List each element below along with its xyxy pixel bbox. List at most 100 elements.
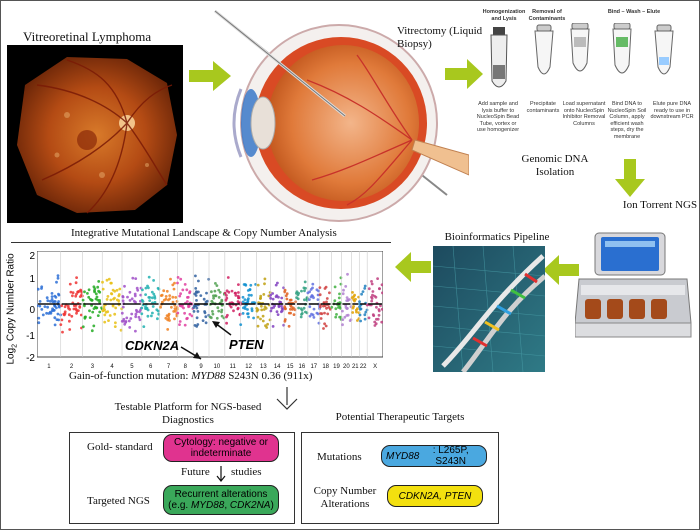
cnv-point [113,312,117,316]
cnv-point [174,296,178,299]
cnv-point [75,292,78,296]
cnv-point [50,295,54,298]
cnv-point [179,277,183,281]
cnv-point [92,324,96,328]
branch-connector [276,387,298,410]
cnv-point [121,295,125,298]
cnv-point [370,299,374,303]
cnv-point [379,304,382,308]
cnv-point [120,311,124,315]
cnv-point [343,315,347,319]
cnv-point [372,314,376,317]
cnv-point [345,296,349,299]
y-tick-label: -2 [26,353,35,364]
cnv-point [168,319,171,322]
cnv-point [110,281,113,285]
cnv-point [271,325,275,328]
cnv-point [213,289,217,293]
chromosome-label: 2 [70,364,74,370]
cnv-point [53,300,57,303]
cnv-point [50,298,54,301]
cnv-point [213,294,217,297]
cnv-point [56,312,60,316]
cnv-point [354,308,358,312]
cnv-point [57,318,60,322]
cnv-point [178,320,182,323]
cnv-point [289,307,292,311]
cnv-point [151,305,155,308]
cnv-point [361,290,365,293]
cnv-point [260,304,263,308]
cnv-point [121,305,125,309]
mutations-gene: MYD88 [386,450,420,462]
y-tick-label: 1 [29,274,35,285]
cnv-point [304,286,307,290]
cnv-point [325,297,329,300]
cnv-point [378,287,381,290]
cnv-point [51,300,55,304]
cnv-point [164,295,168,298]
bioinformatics-label: Bioinformatics Pipeline [444,231,550,243]
cnv-point [90,329,94,333]
cnv-point [150,314,153,318]
cnv-point [370,282,374,286]
cnv-point [316,298,320,301]
cnv-point [129,317,133,320]
cnv-point [262,308,266,311]
cnv-point [195,291,199,294]
cnv-point [165,314,169,317]
cnv-point [359,319,362,323]
cnv-point [209,316,213,320]
cnv-point [115,288,119,292]
cnv-point [204,315,208,319]
cnv-point [326,312,330,316]
cdkn2a-annotation: CDKN2A [125,338,180,353]
cnv-point [60,318,64,322]
cnv-point [312,316,316,319]
cnv-point [87,295,91,299]
genomic-dna-label: Genomic DNA Isolation [521,153,589,178]
cnv-point [146,314,150,318]
cnv-point [97,280,101,283]
cnv-point [237,283,240,286]
recurrent-line2: (e.g. MYD88, CDK2NA) [168,500,274,511]
cnv-point [304,310,307,314]
chromosome-label: 4 [110,364,114,370]
cnv-point [291,308,294,311]
cnv-point [234,294,238,297]
chromosome-label: 5 [130,364,134,370]
cnv-point [277,304,281,308]
mutations-rest: : L265P, S243N [432,445,469,467]
cnv-point [81,325,85,329]
cnv-point [125,316,129,320]
cnv-point [152,292,156,296]
cnv-point [358,300,361,303]
centrifuge-tube-icon [534,24,554,75]
cnv-point [339,282,343,286]
cnv-label: Copy Number Alterations [313,485,377,510]
chromosome-label: 18 [322,364,329,370]
cnv-point [310,294,314,297]
cnv-point [166,328,170,331]
cnv-point [63,305,67,309]
cnv-point [365,303,369,307]
cnv-point [252,316,256,320]
cnv-point [299,315,303,319]
cnv-point [292,313,296,316]
cnv-point [38,304,42,308]
cnv-point [319,305,322,309]
cnv-point [173,307,177,311]
cnv-point [183,311,187,315]
cnv-point [239,323,243,326]
cnv-point [325,306,328,310]
cnv-point [218,290,222,294]
cnv-point [220,310,223,314]
cnv-point [170,305,173,309]
cnv-point [181,288,185,292]
cnv-point [373,294,376,298]
cnv-point [358,313,362,317]
cnv-point [299,307,303,311]
cnv-point [134,277,138,280]
cnv-point [256,283,260,287]
mutations-badge: MYD88 : L265P, S243N [381,445,487,467]
